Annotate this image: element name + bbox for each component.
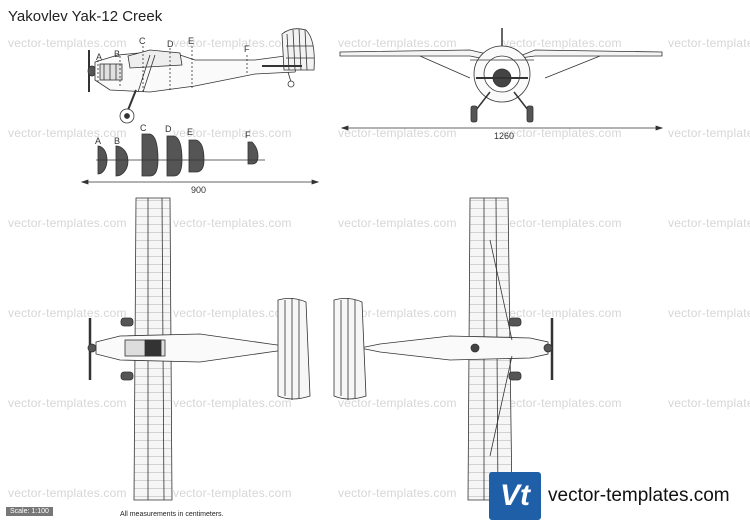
watermark: vector-templates.com [503,36,622,50]
watermark: vector-templates.com [503,396,622,410]
section-label-e: E [187,127,194,137]
length-dimension [80,179,320,185]
bottom-view [333,197,554,501]
measurement-note: All measurements in centimeters. [120,511,224,518]
watermark: vector-templates.com [173,486,292,500]
watermark: vector-templates.com [8,306,127,320]
side-view [87,28,315,124]
watermark: vector-templates.com [338,306,457,320]
watermark: vector-templates.com [8,216,127,230]
section-label-a: A [96,52,103,62]
section-label-f: F [244,44,250,54]
watermark: vector-templates.com [503,126,622,140]
section-label-b: B [114,49,121,59]
span-dimension-value: 1260 [494,131,515,141]
length-dimension-value: 900 [191,185,207,195]
section-label-d: D [167,39,174,49]
watermark: vector-templates.com [503,216,622,230]
watermark: vector-templates.com [338,126,457,140]
watermark: vector-templates.com [338,36,457,50]
section-label-f: F [245,130,251,140]
top-view [87,197,311,501]
watermark: vector-templates.com [668,216,750,230]
scale-badge: Scale: 1:100 [6,507,53,516]
watermark: vector-templates.com [338,396,457,410]
brand-site-name: vector-templates.com [548,485,730,506]
watermark: vector-templates.com [668,126,750,140]
brand-logo: Vt [489,472,541,520]
front-view [339,28,663,123]
watermark: vector-templates.com [8,396,127,410]
section-label-e: E [188,36,195,46]
section-label-a: A [95,136,102,146]
watermark: vector-templates.com [668,306,750,320]
page-title: Yakovlev Yak-12 Creek [8,8,163,25]
section-label-d: D [165,124,172,134]
section-label-b: B [114,136,121,146]
watermark: vector-templates.com [668,396,750,410]
watermark: vector-templates.com [503,306,622,320]
watermark: vector-templates.com [173,216,292,230]
watermark: vector-templates.com [338,216,457,230]
watermark: vector-templates.com [173,306,292,320]
watermark: vector-templates.com [668,36,750,50]
span-dimension [340,125,664,131]
watermark: vector-templates.com [173,396,292,410]
section-label-c: C [139,36,146,46]
watermark: vector-templates.com [8,486,127,500]
watermark: vector-templates.com [338,486,457,500]
cross-sections [96,133,265,177]
watermark: vector-templates.com [173,126,292,140]
watermark: vector-templates.com [8,36,127,50]
watermark: vector-templates.com [8,126,127,140]
watermark: vector-templates.com [173,36,292,50]
section-label-c: C [140,123,147,133]
